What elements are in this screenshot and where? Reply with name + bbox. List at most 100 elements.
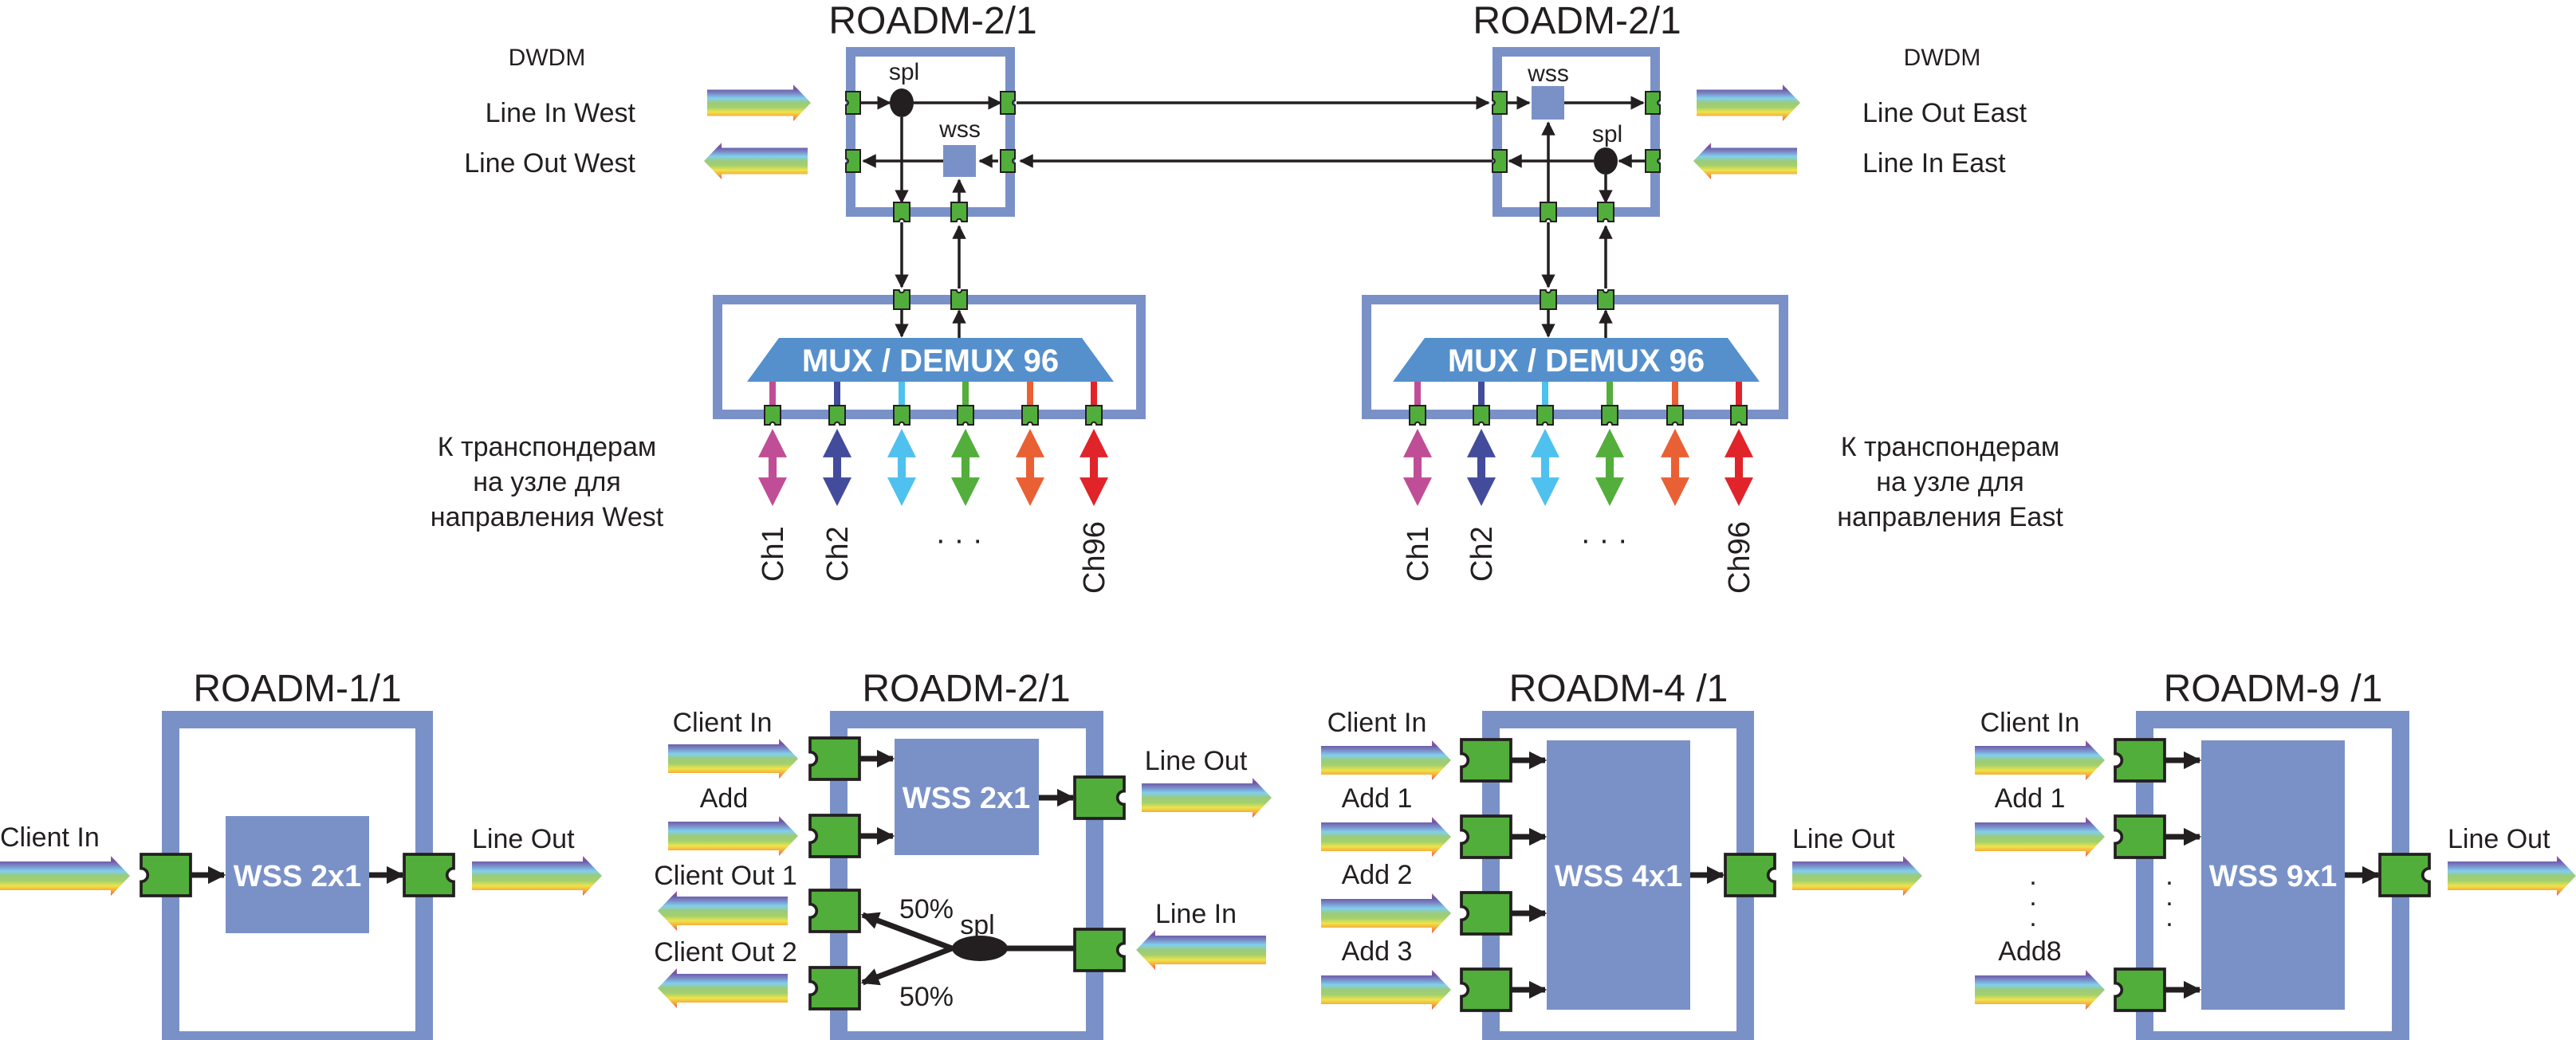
- east-dwdm-label: DWDM: [1904, 45, 1981, 71]
- east-channel-double-arrow: [1725, 429, 1753, 506]
- roadm-2-1-client-out-1-arrow: [658, 891, 788, 931]
- west-ch2-label: Ch2: [821, 526, 855, 582]
- east-spl-label: spl: [1592, 121, 1622, 147]
- roadm-2-1-client-out-1-label: Client Out 1: [654, 861, 797, 891]
- west-channel-port: [764, 405, 781, 426]
- roadm-2-1-spl-to-out-2-arrow: [860, 945, 954, 986]
- east-roadm-title: ROADM-2/1: [1473, 0, 1681, 42]
- roadm-1-1-wss-label: WSS 2x1: [234, 860, 362, 893]
- west-ch1-label: Ch1: [757, 526, 790, 582]
- roadm-4-1-client-in-label: Client In: [1327, 708, 1427, 738]
- roadm-4-1-wss-label: WSS 4x1: [1555, 860, 1683, 893]
- roadm-9-1-input-arrow: [1975, 970, 2105, 1010]
- roadm-9-1-ellipsis-1: .: [2029, 861, 2036, 891]
- west-ch96-label: Ch96: [1078, 521, 1111, 594]
- west-channel-fiber: [834, 382, 840, 410]
- east-mux-demux-block: [1393, 338, 1760, 382]
- east-add-port: [1540, 202, 1557, 222]
- west-transponder-line-3: направления West: [431, 502, 664, 532]
- roadm-9-1-add-1-label: Add 1: [1995, 783, 2066, 814]
- roadm-1-1-title: ROADM-1/1: [193, 668, 401, 710]
- roadm-2-1-client-in-port: [808, 736, 861, 781]
- west-channel-fiber: [769, 382, 776, 410]
- east-wss-label: wss: [1527, 61, 1569, 87]
- west-channel-port: [828, 405, 846, 426]
- roadm-9-1-input-port: [2114, 738, 2166, 783]
- west-channel-port: [1021, 405, 1039, 426]
- east-wss-block: [1532, 86, 1564, 120]
- east-channel-fiber: [1672, 382, 1678, 410]
- east-channel-double-arrow: [1595, 429, 1624, 506]
- east-channel-fiber: [1414, 382, 1421, 410]
- roadm-9-1-line-out-arrow: [2448, 856, 2576, 896]
- east-channel-fiber: [1736, 382, 1742, 410]
- roadm-1-1-client-in-arrow: [0, 856, 130, 896]
- roadm-4-1-line-out-label: Line Out: [1792, 824, 1895, 854]
- west-dwdm-label: DWDM: [509, 45, 586, 71]
- east-channel-fiber: [1542, 382, 1548, 410]
- west-east-out-port: [1000, 91, 1016, 115]
- roadm-2-1-splitter-node: [952, 936, 1008, 961]
- east-mux-label: MUX / DEMUX 96: [1448, 343, 1705, 379]
- west-transponder-line-1: К транспондерам: [438, 432, 656, 462]
- west-channel-ellipsis: · · ·: [935, 524, 982, 557]
- roadm-2-1-add-arrow: [668, 816, 798, 856]
- line-out-west-arrow: [704, 143, 808, 179]
- roadm-2-1-client-out-2-label: Client Out 2: [654, 937, 797, 967]
- diagram-shapes: [0, 47, 2576, 1040]
- roadm-4-1-add-2-label: Add 2: [1342, 860, 1413, 890]
- roadm-9-1-input-arrow: [1975, 740, 2105, 780]
- roadm-2-1-client-in-label: Client In: [673, 708, 773, 738]
- roadm-2-1-client-out-2-arrow: [658, 968, 788, 1008]
- roadm-4-1-input-port: [1460, 967, 1512, 1012]
- line-in-east-label: Line In East: [1862, 148, 2006, 179]
- west-channel-port: [957, 405, 974, 426]
- roadm-4-1-input-port: [1460, 891, 1512, 936]
- roadm-4-1-line-out-arrow: [1792, 856, 1922, 896]
- roadm-9-1-section: ROADM-9 /1 Client In Add 1 Add8 . . . . …: [1980, 668, 2550, 967]
- east-channel-double-arrow: [1403, 429, 1432, 506]
- roadm-2-1-box: [830, 711, 1103, 1040]
- east-ch2-label: Ch2: [1465, 526, 1499, 582]
- roadm-2-1-line-out-label: Line Out: [1145, 746, 1248, 776]
- roadm-9-1-title: ROADM-9 /1: [2164, 668, 2383, 710]
- east-mux-in-port: [1540, 289, 1557, 310]
- west-east-in-port: [1000, 149, 1016, 173]
- roadm-2-1-line-in-label: Line In: [1155, 899, 1237, 929]
- west-add-port: [950, 202, 968, 222]
- west-channel-double-arrow: [1016, 429, 1044, 506]
- roadm-4-1-line-out-port: [1724, 853, 1776, 897]
- roadm-2-1-wss-label: WSS 2x1: [903, 782, 1031, 815]
- line-out-east-label: Line Out East: [1862, 98, 2027, 128]
- west-line-in-port: [845, 91, 861, 115]
- east-drop-port: [1597, 202, 1614, 222]
- line-in-east-arrow: [1693, 143, 1797, 179]
- west-roadm-box: [846, 47, 1015, 217]
- roadm-4-1-input-port: [1460, 738, 1512, 783]
- roadm-2-1-client-out-1-port: [808, 889, 861, 933]
- roadm-2-1-line-out-port: [1073, 775, 1126, 820]
- roadm-4-1-input-port: [1460, 814, 1512, 859]
- east-transponder-line-3: направления East: [1837, 502, 2063, 532]
- east-transponder-line-2: на узле для: [1876, 467, 2024, 497]
- top-west-section: ROADM-2/1 DWDM Line In West Line Out Wes…: [431, 0, 1111, 594]
- east-splitter-node: [1594, 147, 1618, 175]
- west-mux-label: MUX / DEMUX 96: [802, 343, 1059, 379]
- east-channel-port: [1473, 405, 1490, 426]
- west-channel-port: [893, 405, 910, 426]
- roadm-2-1-client-out-2-port: [808, 966, 861, 1011]
- east-channel-port: [1601, 405, 1618, 426]
- roadm-9-1-port-ellipsis-1: .: [2165, 861, 2173, 891]
- roadm-4-1-title: ROADM-4 /1: [1509, 668, 1728, 710]
- roadm-9-1-input-port: [2114, 814, 2166, 859]
- roadm-1-1-line-out-label: Line Out: [472, 824, 575, 854]
- west-channel-port: [1085, 405, 1103, 426]
- roadm-9-1-line-out-port: [2378, 853, 2431, 897]
- roadm-1-1-line-out-port: [403, 853, 455, 897]
- west-line-out-port: [845, 149, 861, 173]
- roadm-9-1-port-ellipsis-3: .: [2165, 902, 2173, 932]
- west-channel-double-arrow: [758, 429, 787, 506]
- west-mux-box: [713, 295, 1146, 419]
- west-drop-port: [893, 202, 910, 222]
